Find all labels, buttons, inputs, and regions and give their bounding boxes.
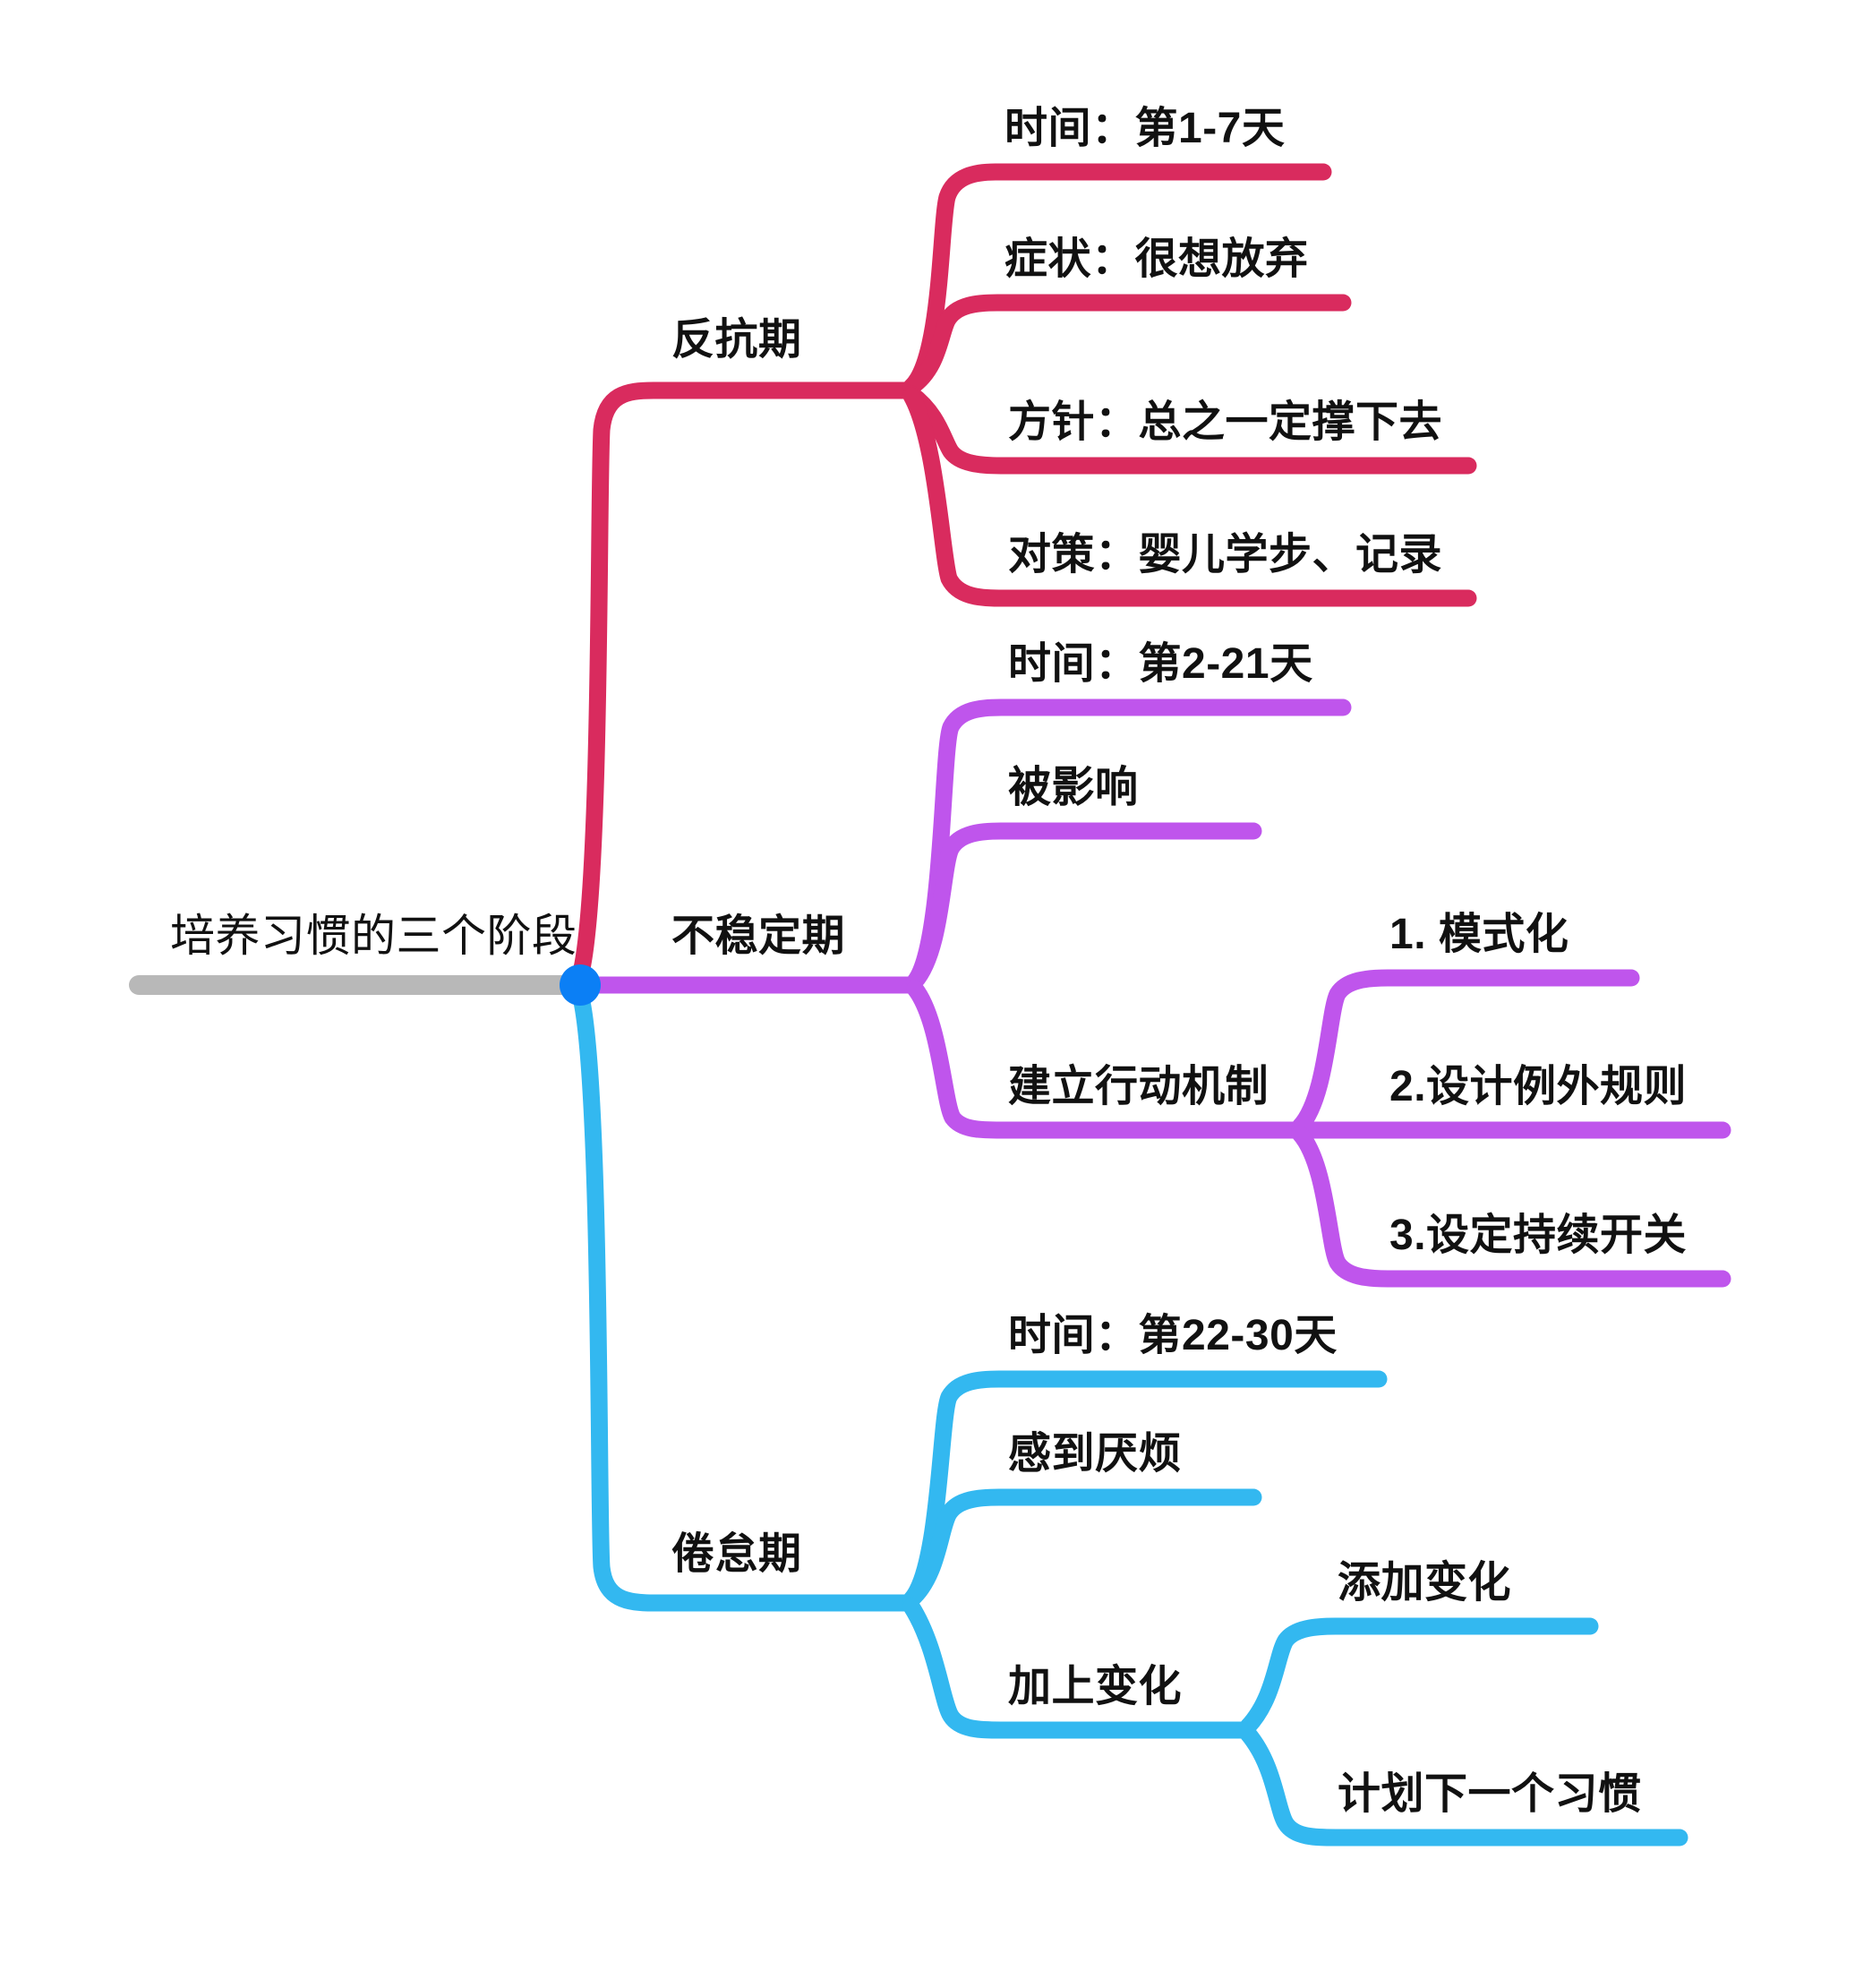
edge-branch2-child3-sub3 <box>1291 1125 1731 1288</box>
edge-branch1-child1 <box>902 163 1332 396</box>
node-label-juandaiqi-variation[interactable]: 加上变化 <box>1008 1663 1183 1710</box>
edge-branch2-child1 <box>906 698 1352 990</box>
branch-label-fankangqi[interactable]: 反抗期 <box>671 316 802 364</box>
node-label-buwendingqi-influenced[interactable]: 被影响 <box>1008 764 1139 811</box>
node-label-fankangqi-policy[interactable]: 方针：总之一定撑下去 <box>1008 398 1443 446</box>
node-label-buwendingqi-mechanism[interactable]: 建立行动机制 <box>1008 1063 1269 1110</box>
edge-branch3-child3 <box>902 1598 1252 1739</box>
node-label-fankangqi-time[interactable]: 时间：第1-7天 <box>1004 105 1286 152</box>
node-label-mechanism-sub2[interactable]: 2.设计例外规则 <box>1389 1063 1688 1110</box>
edge-branch1-child3 <box>902 385 1477 475</box>
edge-branch2-child3-sub1 <box>1291 969 1640 1135</box>
edge-branch3-child3-sub2 <box>1239 1725 1688 1847</box>
edge-root-to-branch3 <box>571 985 915 1612</box>
edge-branch2-child2 <box>906 822 1262 990</box>
node-label-variation-sub2[interactable]: 计划下一个习惯 <box>1338 1770 1642 1818</box>
node-label-juandaiqi-bored[interactable]: 感到厌烦 <box>1008 1430 1183 1478</box>
branch-label-buwendingqi[interactable]: 不稳定期 <box>671 913 846 960</box>
node-label-juandaiqi-time[interactable]: 时间：第22-30天 <box>1008 1312 1338 1359</box>
edge-branch3-child3-sub1 <box>1239 1617 1599 1735</box>
node-label-buwendingqi-time[interactable]: 时间：第2-21天 <box>1008 640 1313 688</box>
node-label-fankangqi-symptom[interactable]: 症状：很想放弃 <box>1004 236 1309 283</box>
edge-branch1-child4 <box>902 387 1477 607</box>
edge-branch2-child3 <box>906 980 1304 1139</box>
node-label-variation-sub1[interactable]: 添加变化 <box>1338 1559 1512 1607</box>
edge-branch1-child2 <box>902 294 1352 396</box>
edge-branch3-child2 <box>902 1488 1262 1608</box>
node-label-mechanism-sub3[interactable]: 3.设定持续开关 <box>1389 1212 1688 1259</box>
edge-root-to-branch1 <box>571 381 915 985</box>
node-label-mechanism-sub1[interactable]: 1. 模式化 <box>1389 911 1569 958</box>
root-node-label[interactable]: 培养习惯的三个阶段 <box>170 911 577 961</box>
root-junction-dot[interactable] <box>560 964 601 1006</box>
branch-label-juandaiqi[interactable]: 倦怠期 <box>671 1530 802 1578</box>
node-label-fankangqi-countermeasure[interactable]: 对策：婴儿学步、记录 <box>1008 531 1443 578</box>
